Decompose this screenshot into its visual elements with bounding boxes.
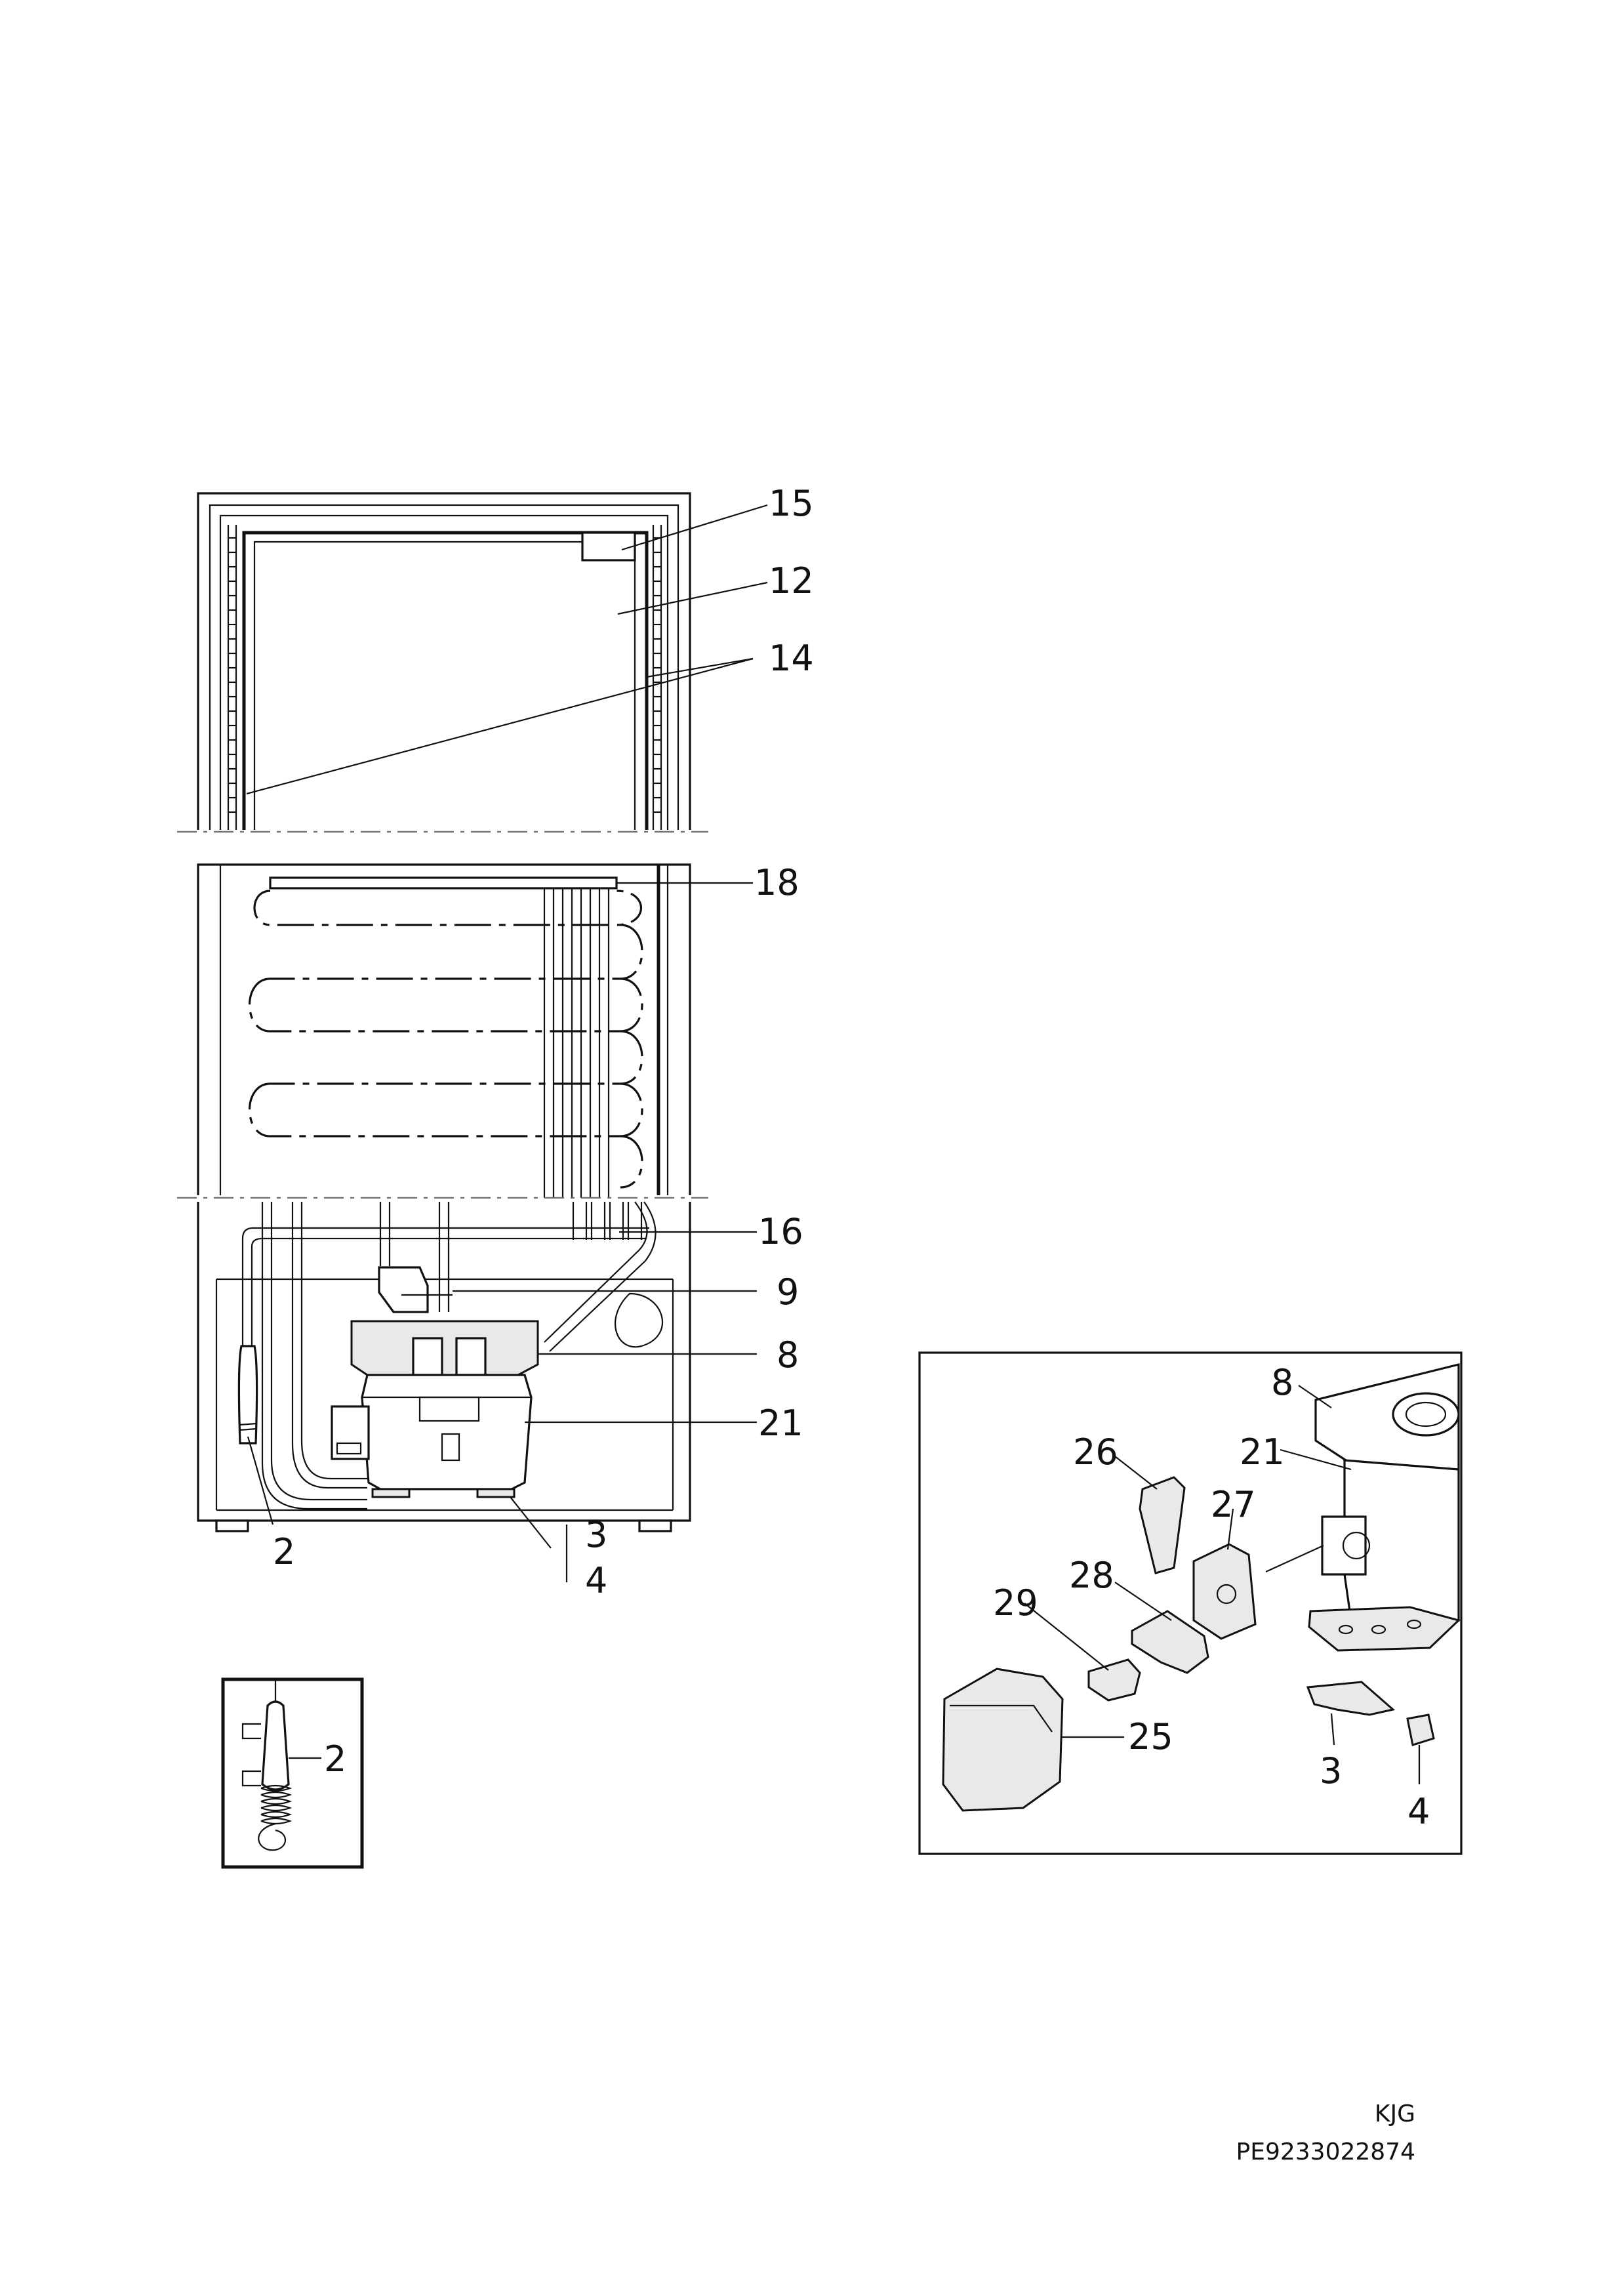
part-3-washer	[1306, 1681, 1396, 1716]
callout-2: 2	[273, 1531, 295, 1572]
cover-strip	[269, 876, 618, 890]
main-leader-lines	[246, 504, 768, 1582]
middle-cabinet-section	[177, 863, 708, 1240]
compressor-foot-right	[476, 1488, 516, 1498]
right-tube-rungs	[653, 537, 661, 813]
callout-18: 18	[754, 862, 799, 903]
detail-callout-4: 4	[1407, 1791, 1430, 1832]
clamp-callout-2: 2	[324, 1738, 346, 1780]
detail-mounting-plate	[1308, 1606, 1461, 1652]
foot-left	[215, 1519, 249, 1532]
lower-cabinet-section	[197, 1201, 691, 1532]
part-26-cover	[1139, 1476, 1186, 1574]
upper-cabinet-section	[177, 492, 708, 833]
callout-21: 21	[758, 1403, 803, 1444]
foot-right	[638, 1519, 672, 1532]
footer-code-top: KJG	[1375, 2101, 1415, 2127]
detail-callout-29: 29	[993, 1582, 1038, 1624]
thermostat-housing	[581, 531, 636, 562]
footer-code-bottom: PE9233022874	[1236, 2139, 1416, 2165]
inset-detail-box	[918, 1351, 1463, 1855]
detail-callout-25: 25	[1128, 1716, 1173, 1757]
callout-16: 16	[758, 1211, 803, 1252]
callout-12: 12	[769, 560, 814, 602]
callout-4: 4	[585, 1560, 607, 1601]
callout-14: 14	[769, 638, 814, 679]
thermostat-bracket	[378, 1266, 429, 1313]
right-condenser-tubes	[652, 525, 662, 830]
callout-8: 8	[777, 1334, 799, 1376]
vertical-tube-bundle	[543, 888, 643, 1240]
part-28-clip	[1131, 1610, 1209, 1674]
inset-clamp-box	[221, 1677, 364, 1869]
compressor-foot-left	[371, 1488, 411, 1498]
main-callout-labels: 15 12 14 18 16 9 8 21 2 3 4	[273, 483, 814, 1601]
footer-codes: KJG PE9233022874	[1236, 2101, 1416, 2165]
left-tube-rungs	[228, 537, 236, 813]
callout-3: 3	[585, 1514, 607, 1555]
detail-callout-28: 28	[1069, 1555, 1114, 1596]
compressor-body	[361, 1374, 533, 1490]
relay-box	[331, 1405, 370, 1460]
filter-drier	[237, 1345, 258, 1445]
spring-clamp	[260, 1784, 293, 1825]
evaporator-coil	[249, 890, 643, 1189]
left-condenser-tubes	[227, 525, 237, 830]
part-27-relay	[1192, 1543, 1257, 1640]
callout-9: 9	[777, 1271, 799, 1313]
detail-callout-3: 3	[1320, 1750, 1342, 1792]
part-29-connector	[1087, 1658, 1141, 1702]
part-4-grommet	[1406, 1713, 1435, 1746]
inset-detail-labels: 8 26 21 27 28 29 25 3 4	[993, 1362, 1430, 1832]
inset-clamp-labels: 2	[324, 1738, 346, 1780]
detail-callout-8: 8	[1271, 1362, 1293, 1403]
detail-callout-26: 26	[1073, 1431, 1118, 1473]
drier-detail	[261, 1700, 290, 1791]
part-25-terminal-cover	[942, 1668, 1064, 1812]
compressor-top-cover	[350, 1320, 539, 1376]
detail-callout-27: 27	[1211, 1484, 1256, 1525]
callout-15: 15	[769, 483, 814, 524]
detail-callout-21: 21	[1240, 1431, 1285, 1473]
